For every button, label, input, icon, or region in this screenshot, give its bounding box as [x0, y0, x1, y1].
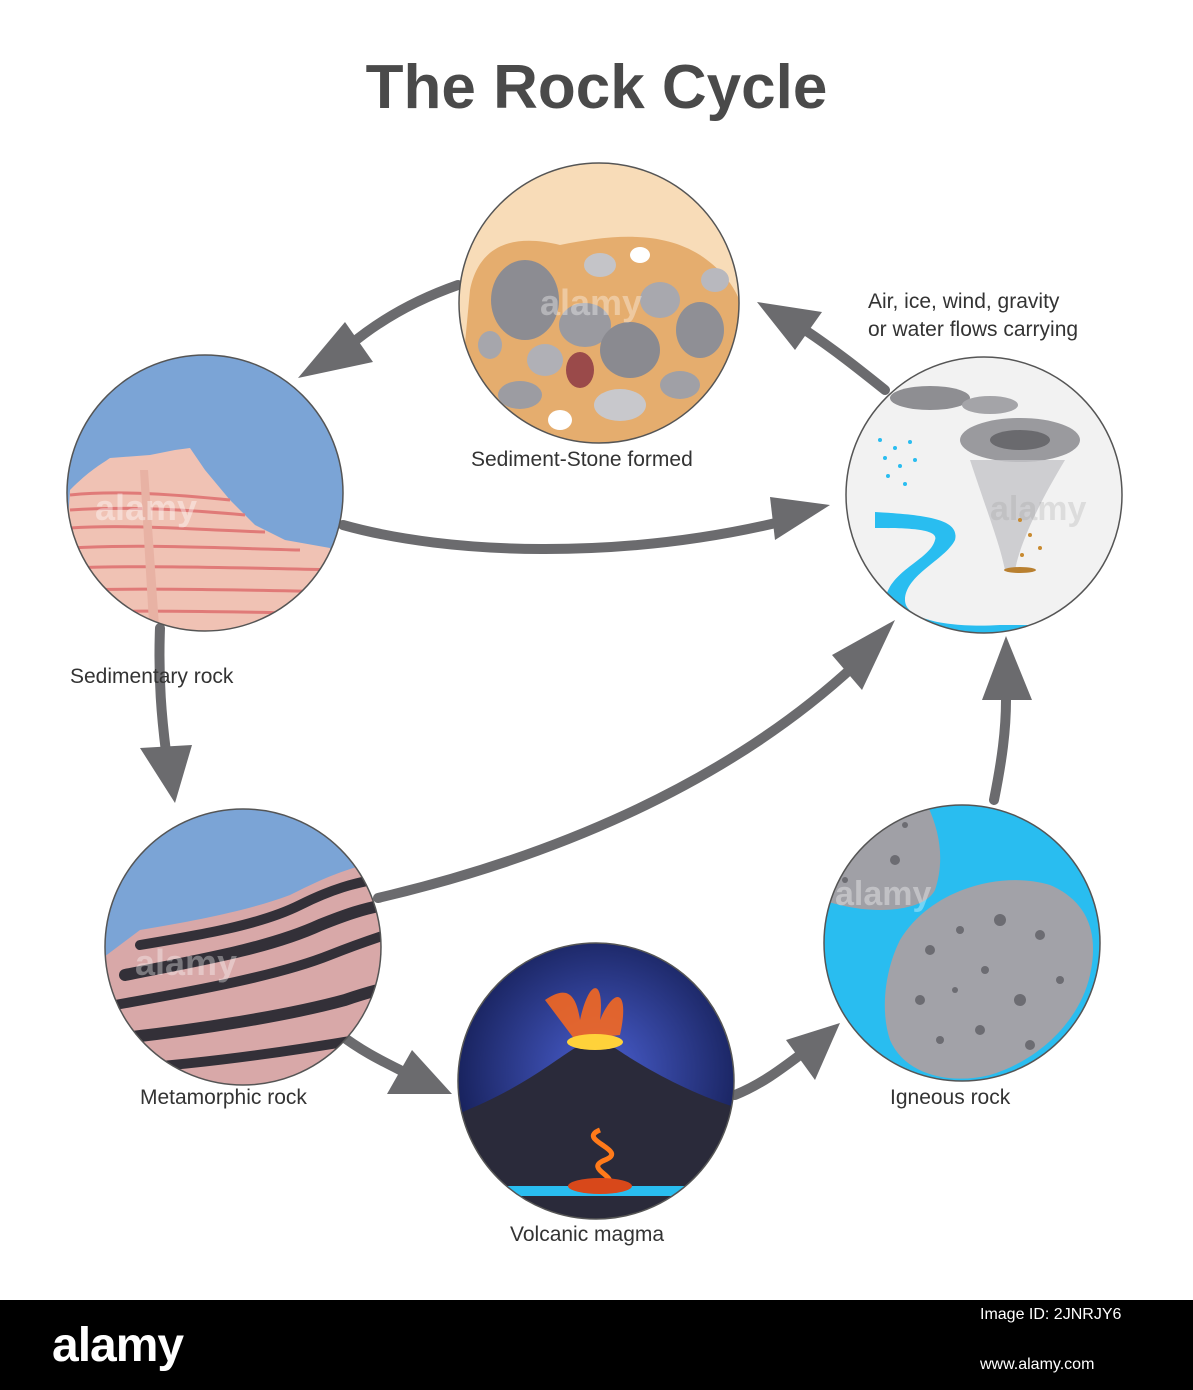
footer-bar: [0, 1300, 1193, 1390]
arrow-volcanic-to-igneous: [730, 1050, 805, 1100]
arrowhead-3: [757, 302, 822, 350]
arrow-sedimentary-to-weathering: [338, 517, 785, 554]
footer-logo: alamy: [52, 1319, 184, 1372]
label-sedimentary-rock: Sedimentary rock: [70, 665, 234, 688]
arrow-metamorphic-to-weathering: [373, 660, 860, 903]
label-weathering-line1: Air, ice, wind, gravity: [868, 290, 1060, 313]
cycle-arrows: [154, 280, 1011, 1100]
rock-cycle-diagram: alamy alamy: [66, 162, 1123, 1220]
arrow-sediment-to-sedimentary: [345, 280, 463, 350]
watermark-text: alamy: [990, 490, 1086, 528]
footer-image-id: Image ID: 2JNRJY6: [980, 1306, 1122, 1323]
sediment-stone-illustration: alamy: [458, 162, 740, 444]
arrow-weathering-to-sediment: [800, 325, 890, 395]
arrowhead-4: [140, 745, 192, 803]
label-igneous-rock: Igneous rock: [890, 1086, 1011, 1109]
page-title: The Rock Cycle: [365, 53, 828, 122]
footer-url[interactable]: www.alamy.com: [980, 1356, 1095, 1373]
arrow-heads: [140, 302, 1032, 1094]
watermark-text: alamy: [135, 942, 237, 983]
arrowhead-8: [982, 636, 1032, 700]
arrow-igneous-to-weathering: [989, 695, 1011, 805]
arrow-metamorphic-to-volcanic: [333, 1028, 405, 1075]
arrow-sedimentary-to-metamorphic: [154, 623, 171, 757]
metamorphic-rock-illustration: alamy: [104, 808, 382, 1086]
volcanic-magma-illustration: [457, 942, 735, 1220]
arrowhead-5: [832, 620, 895, 690]
igneous-rock-illustration: alamy: [823, 804, 1101, 1082]
watermark-text: alamy: [835, 875, 931, 913]
label-metamorphic-rock: Metamorphic rock: [140, 1086, 307, 1109]
watermark-text: alamy: [95, 487, 197, 528]
arrowhead-2: [770, 497, 830, 540]
arrowhead-1: [298, 322, 373, 378]
label-weathering-line2: or water flows carrying: [868, 318, 1079, 341]
sedimentary-rock-illustration: alamy: [66, 354, 344, 632]
label-sediment-stone: Sediment-Stone formed: [471, 448, 693, 471]
arrowhead-7: [786, 1023, 840, 1080]
label-volcanic-magma: Volcanic magma: [510, 1223, 665, 1246]
arrowhead-6: [387, 1050, 452, 1094]
watermark-text: alamy: [540, 282, 642, 323]
weathering-illustration: alamy: [845, 356, 1123, 634]
